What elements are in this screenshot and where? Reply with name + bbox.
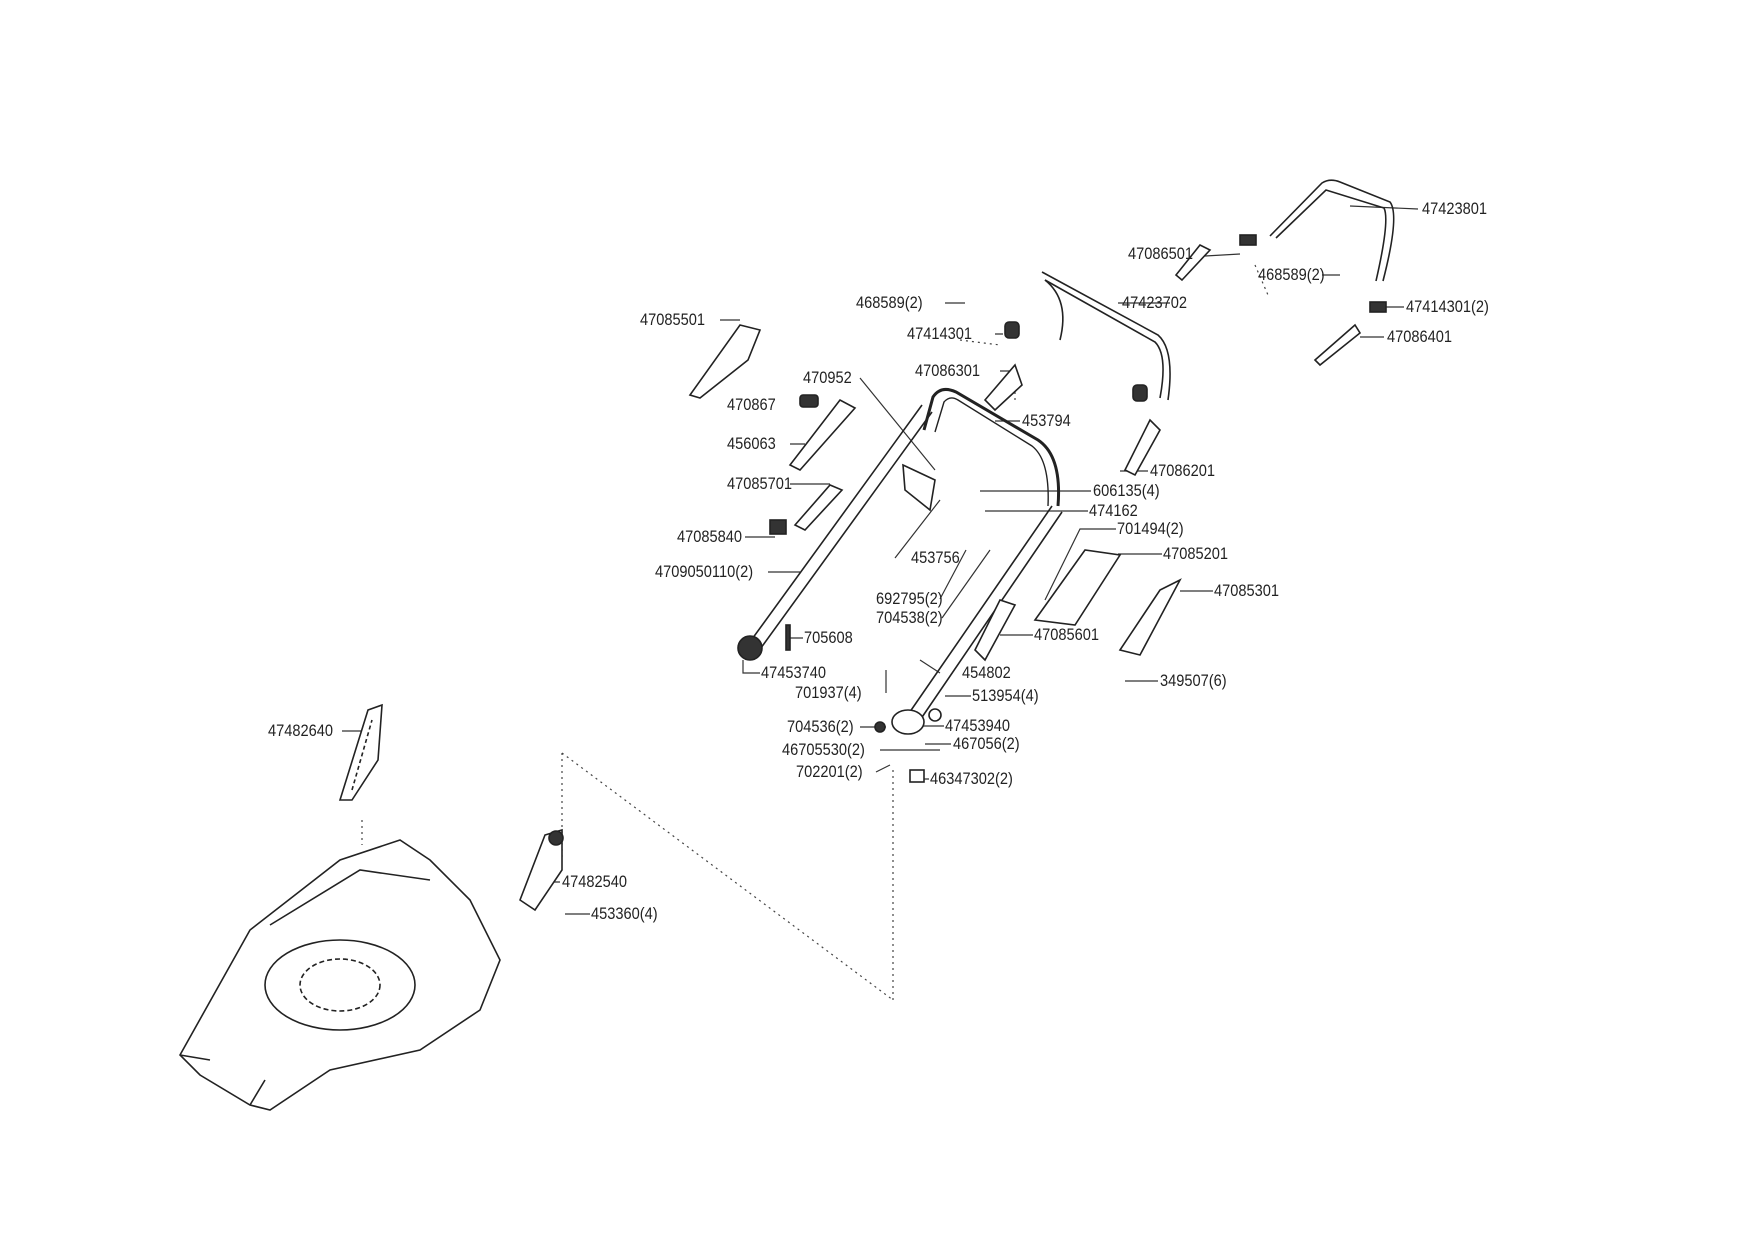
leader-lines <box>342 205 1419 915</box>
part-label[interactable]: 467056(2) <box>953 734 1020 753</box>
part-label[interactable]: 47423801 <box>1422 199 1488 218</box>
part-label[interactable]: 453794 <box>1022 411 1071 430</box>
upper-handle-453794 <box>922 387 1061 507</box>
side-guard-47482640 <box>338 703 383 801</box>
part-label[interactable]: 47086401 <box>1387 327 1453 346</box>
part-label[interactable]: 47086201 <box>1150 461 1216 480</box>
small-parts <box>688 234 1387 783</box>
part-label[interactable]: 701494(2) <box>1117 519 1184 538</box>
assembly-dotted-lines <box>361 264 1269 1001</box>
part-label[interactable]: 453360(4) <box>591 904 658 923</box>
part-label[interactable]: 704536(2) <box>787 717 854 736</box>
part-label[interactable]: 46347302(2) <box>930 769 1013 788</box>
part-label[interactable]: 47453740 <box>761 663 827 682</box>
part-label[interactable]: 47453940 <box>945 716 1011 735</box>
top-bar-47423702 <box>1041 271 1171 401</box>
part-label[interactable]: 47086301 <box>915 361 981 380</box>
side-guard-47482540 <box>519 828 564 912</box>
part-label[interactable]: 47482640 <box>268 721 334 740</box>
part-label[interactable]: 47423702 <box>1122 293 1188 312</box>
part-label[interactable]: 47414301 <box>907 324 973 343</box>
part-label[interactable]: 692795(2) <box>876 589 943 608</box>
part-label[interactable]: 47085301 <box>1214 581 1280 600</box>
part-label[interactable]: 47482540 <box>562 872 628 891</box>
part-label[interactable]: 47085840 <box>677 527 743 546</box>
top-bar-47423801 <box>1269 179 1395 282</box>
part-label[interactable]: 468589(2) <box>856 293 923 312</box>
part-label[interactable]: 47086501 <box>1128 244 1194 263</box>
part-label[interactable]: 702201(2) <box>796 762 863 781</box>
part-label[interactable]: 704538(2) <box>876 608 943 627</box>
part-label[interactable]: 456063 <box>727 434 776 453</box>
part-label[interactable]: 606135(4) <box>1093 481 1160 500</box>
part-label[interactable]: 468589(2) <box>1258 265 1325 284</box>
part-label[interactable]: 46705530(2) <box>782 740 865 759</box>
mower-deck <box>179 839 501 1111</box>
part-label[interactable]: 705608 <box>804 628 853 647</box>
lower-handle-right <box>891 505 1063 735</box>
part-label[interactable]: 349507(6) <box>1160 671 1227 690</box>
part-label[interactable]: 470952 <box>803 368 852 387</box>
lower-handle-left <box>737 404 933 661</box>
part-label[interactable]: 47085601 <box>1034 625 1100 644</box>
part-label[interactable]: 474162 <box>1089 501 1138 520</box>
part-label[interactable]: 701937(4) <box>795 683 862 702</box>
part-label[interactable]: 47085701 <box>727 474 793 493</box>
part-label[interactable]: 453756 <box>911 548 960 567</box>
part-label[interactable]: 47085201 <box>1163 544 1229 563</box>
part-label[interactable]: 470867 <box>727 395 776 414</box>
part-label[interactable]: 454802 <box>962 663 1011 682</box>
part-label[interactable]: 513954(4) <box>972 686 1039 705</box>
part-label[interactable]: 47085501 <box>640 310 706 329</box>
part-label[interactable]: 47414301(2) <box>1406 297 1489 316</box>
part-label[interactable]: 4709050110(2) <box>655 562 754 581</box>
